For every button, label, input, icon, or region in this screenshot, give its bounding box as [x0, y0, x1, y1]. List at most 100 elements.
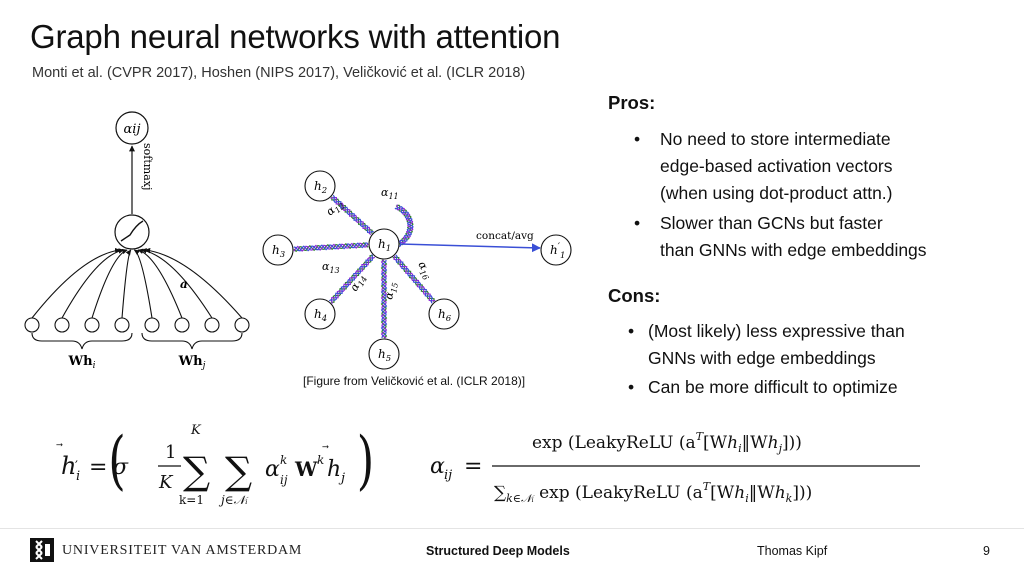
neighbor-node-label: h6 [438, 307, 452, 324]
neighbor-node-h: h [272, 243, 280, 257]
alpha-symbol: α [381, 186, 389, 199]
left-group-text: Wh [68, 354, 94, 369]
alpha-sub: 15 [389, 282, 400, 294]
neighbor-node-sub: 3 [280, 250, 285, 260]
eq2-den: ∑k∈𝒩ᵢ exp (LeakyReLU (aT[Whi‖Whk])) [494, 480, 812, 505]
input-node [114, 317, 130, 333]
eq1-h-sub: j [338, 471, 345, 486]
eq1-sum1-top: K [190, 423, 202, 438]
cons-item-1-line-1: (Most likely) less expressive than [648, 321, 905, 341]
eq1-equals: = [89, 455, 107, 480]
neighbor-node-label: h4 [314, 307, 327, 324]
center-node-sub: 1 [386, 244, 391, 254]
alpha-output-label: αij [124, 122, 141, 137]
multihead-output-equation: h ⃗ ′ i = σ ( 1 K K ∑ k=1 ∑ j∈𝒩ᵢ α k ij … [56, 423, 374, 507]
eq1-sigma: σ [113, 455, 129, 480]
input-edge [91, 248, 128, 319]
eq1-sum1-bottom: k=1 [179, 493, 204, 507]
alpha-sub: 14 [356, 275, 369, 288]
eq1-sum2: ∑ [225, 449, 252, 493]
pros-item-1-line-1: No need to store intermediate [660, 129, 891, 149]
right-brace [141, 332, 243, 350]
eq1-lhs-prime: ′ [75, 459, 78, 474]
eq1-lhs-sub: i [76, 469, 80, 484]
attention-head-edge [293, 242, 369, 252]
output-node-circle [540, 234, 572, 266]
attention-head-edge [380, 259, 388, 339]
attention-head-edge [395, 254, 433, 304]
neighbor-node-sub: 2 [321, 186, 327, 196]
neighbor-node: h4 [304, 298, 336, 330]
input-node [174, 317, 190, 333]
attention-head-edge [293, 242, 369, 252]
alpha-output-node [115, 111, 149, 145]
center-node: h1 [368, 228, 400, 260]
neighbor-node: h5 [368, 338, 400, 370]
footer-divider [0, 528, 1024, 529]
eq1-sum2-bottom: j∈𝒩ᵢ [218, 493, 249, 507]
attention-edges [293, 194, 436, 339]
neighbor-node-sub: 5 [386, 354, 391, 364]
alpha-sub: 13 [329, 266, 339, 275]
eq1-alpha: α [265, 457, 280, 482]
neighbor-node-circle [368, 338, 400, 370]
eq1-W: W [294, 457, 318, 481]
eq1-lparen: ( [108, 424, 125, 498]
input-node [234, 317, 250, 333]
input-edges [31, 247, 243, 319]
a-vector-label: a [180, 277, 188, 291]
bullet-glyph: • [634, 213, 641, 233]
eq1-h: h [327, 457, 341, 482]
university-name: UNIVERSITEIT VAN AMSTERDAM [62, 543, 303, 558]
pros-item-1-line-2: edge-based activation vectors [660, 156, 893, 176]
input-edge [121, 249, 132, 319]
pros-item-1: • No need to store intermediate edge-bas… [634, 126, 1014, 208]
pros-item-2-line-2: than GNNs with edge embeddings [660, 240, 927, 260]
cons-heading: Cons: [608, 285, 661, 306]
left-group-label: Whi [68, 354, 96, 371]
cons-item-1-line-2: GNNs with edge embeddings [648, 348, 876, 368]
pros-heading: Pros: [608, 92, 656, 113]
pros-item-2-line-1: Slower than GCNs but faster [660, 213, 883, 233]
attention-head-edge [330, 196, 372, 236]
page-number: 9 [983, 544, 990, 558]
eq1-alpha-sub: ij [280, 473, 288, 487]
eq2-alpha: α [430, 454, 445, 479]
eq1-W-sup: k [317, 453, 324, 467]
attention-head-edge [330, 255, 374, 303]
attention-head-edge [393, 255, 436, 302]
cons-item-1: • (Most likely) less expressive than GNN… [628, 318, 1014, 374]
output-node-prime: ′ [558, 242, 561, 253]
self-loop-head [395, 204, 414, 246]
pros-item-2: • Slower than GCNs but faster than GNNs … [634, 210, 1014, 266]
neighbor-node-label: h3 [272, 243, 285, 260]
concat-avg-label: concat/avg [476, 230, 534, 242]
alpha-label: α12 [324, 197, 347, 220]
input-node [24, 317, 40, 333]
bullet-glyph: • [628, 321, 635, 341]
neighbor-node-label: h5 [378, 347, 391, 364]
attention-coefficient-equation: α ij = exp (LeakyReLU (aT[Whi‖Whj])) ∑k∈… [430, 430, 920, 505]
alpha-sub: 11 [388, 192, 398, 201]
neighbor-node-h: h [438, 307, 446, 321]
eq1-alpha-sup: k [280, 453, 287, 467]
author-name: Thomas Kipf [757, 544, 828, 558]
neighbor-node-h: h [378, 347, 386, 361]
center-node-circle [368, 228, 400, 260]
right-group-label: Whj [178, 354, 206, 371]
self-attention-loop [394, 204, 414, 248]
input-node [144, 317, 160, 333]
eq1-lhs-arrow: ⃗ [56, 443, 63, 447]
input-edge [133, 249, 153, 319]
neighbor-node-circle [304, 298, 336, 330]
pros-item-1-line-3: (when using dot-product attn.) [660, 183, 893, 203]
attention-head-edge [331, 196, 373, 234]
bullet-glyph: • [628, 377, 635, 397]
slide-title: Graph neural networks with attention [30, 18, 561, 55]
neighbor-node-circle [428, 298, 460, 330]
input-node [84, 317, 100, 333]
course-name: Structured Deep Models [426, 544, 570, 558]
neighbor-node: h3 [262, 234, 294, 266]
